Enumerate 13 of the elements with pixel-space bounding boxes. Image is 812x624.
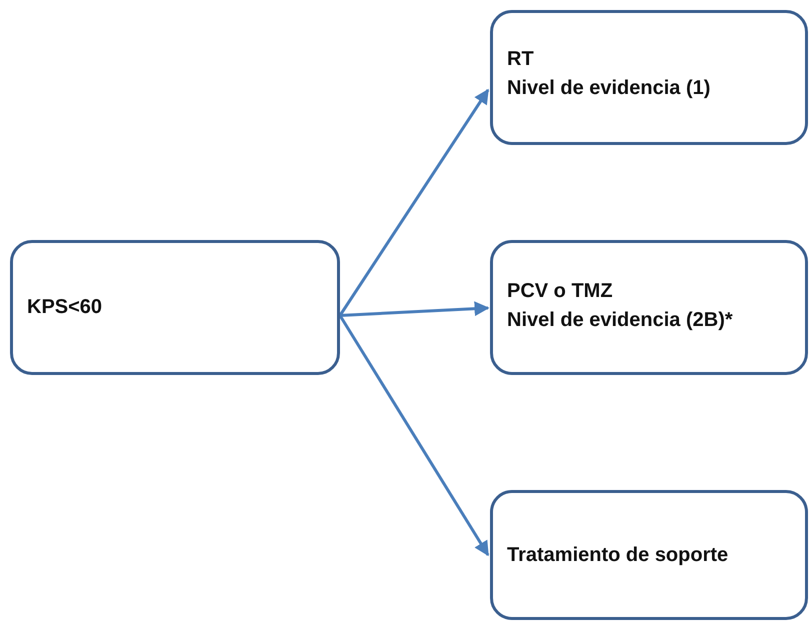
- process-box: [490, 490, 808, 620]
- node-text: Nivel de evidencia (1): [507, 76, 712, 101]
- node-text: RT: [507, 47, 535, 72]
- process-box: [10, 240, 340, 375]
- node-text: KPS<60: [27, 295, 104, 320]
- node-text: Tratamiento de soporte: [507, 542, 730, 568]
- node-text: Nivel de evidencia (2B)*: [507, 308, 734, 333]
- arrow: [338, 88, 490, 316]
- node-text: PCV o TMZ: [507, 279, 614, 304]
- process-box: [490, 10, 808, 145]
- process-box: [490, 240, 808, 375]
- arrow: [340, 301, 490, 317]
- arrow: [338, 314, 490, 556]
